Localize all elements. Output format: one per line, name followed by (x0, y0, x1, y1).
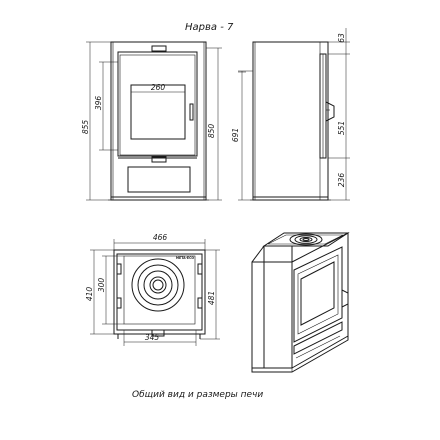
top-dimensions: 466 410 300 481 345 (85, 233, 220, 346)
brand-mark: META-ECO (176, 256, 195, 260)
dim-691: 691 (231, 128, 240, 142)
isometric-view (251, 232, 350, 373)
dim-850: 850 (207, 124, 216, 139)
dim-236: 236 (337, 173, 346, 188)
front-view (108, 41, 209, 201)
drawing-title: Нарва - 7 (185, 22, 234, 33)
dim-63: 63 (337, 33, 346, 43)
drawing-caption: Общий вид и размеры печи (132, 390, 263, 400)
dim-481: 481 (207, 291, 216, 305)
dim-410: 410 (85, 287, 94, 302)
dim-396: 396 (94, 96, 103, 111)
dim-466: 466 (153, 233, 168, 242)
dim-551: 551 (337, 121, 346, 135)
side-dimensions: 691 63 551 236 (231, 28, 350, 201)
dim-345: 345 (145, 333, 160, 342)
front-dimensions: 855 396 260 850 (81, 41, 222, 201)
dim-855: 855 (81, 120, 90, 135)
side-view (250, 41, 335, 201)
dim-300: 300 (97, 278, 106, 293)
top-view: META-ECO (113, 249, 206, 339)
dim-260: 260 (151, 83, 166, 92)
